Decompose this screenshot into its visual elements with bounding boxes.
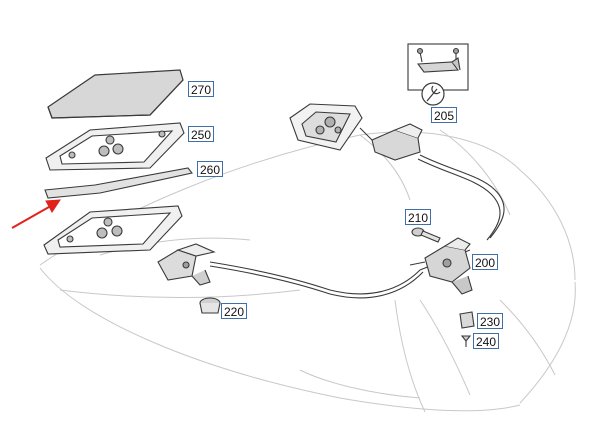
- callout-210[interactable]: 210: [405, 209, 431, 225]
- upper-latch: [359, 123, 423, 161]
- part-240-screw[interactable]: [460, 335, 472, 347]
- part-250-base-plate[interactable]: [45, 122, 185, 171]
- callout-260[interactable]: 260: [197, 161, 223, 177]
- part-230-bumper[interactable]: [459, 311, 475, 329]
- callout-230[interactable]: 230: [477, 313, 503, 329]
- hinge-plate: [289, 103, 363, 151]
- callout-240[interactable]: 240: [473, 333, 499, 349]
- part-270-cover[interactable]: [47, 69, 184, 119]
- highlight-arrow: [11, 199, 61, 229]
- part-200-latch[interactable]: [409, 237, 473, 295]
- lower-base-plate: [43, 205, 183, 255]
- part-260-seal[interactable]: [44, 167, 193, 199]
- part-220-grommet[interactable]: [199, 297, 221, 314]
- callout-250[interactable]: 250: [188, 126, 214, 142]
- callout-220[interactable]: 220: [221, 303, 247, 319]
- callout-270[interactable]: 270: [188, 81, 214, 97]
- trunk-lid-outline: [39, 129, 576, 413]
- callout-205[interactable]: 205: [431, 107, 457, 123]
- left-latch: [157, 243, 216, 286]
- wrench-icon: [421, 82, 445, 106]
- callout-200[interactable]: 200: [472, 254, 498, 270]
- part-205-bracket-kit[interactable]: [407, 43, 469, 91]
- part-210-bolt[interactable]: [411, 227, 441, 243]
